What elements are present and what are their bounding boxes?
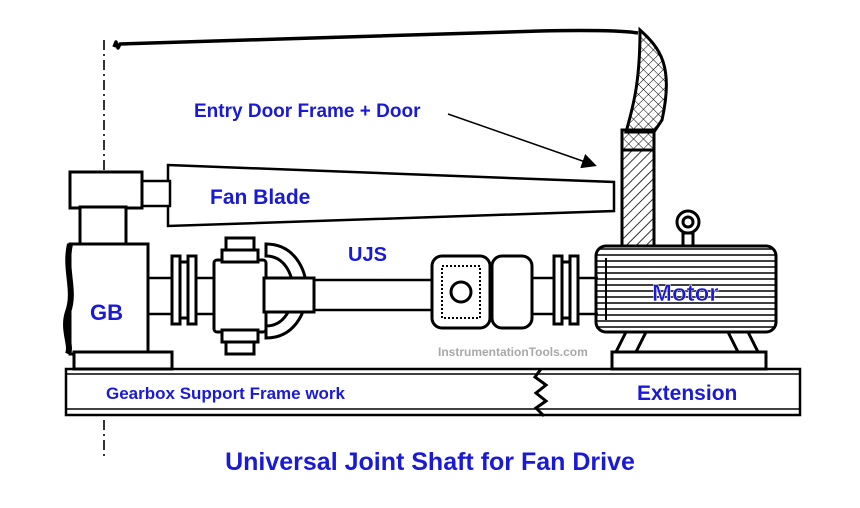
- ceiling-line: [112, 28, 639, 50]
- entry-door-label: Entry Door Frame + Door: [194, 101, 421, 122]
- motor-label: Motor: [652, 280, 719, 307]
- right-coupling: [430, 254, 534, 330]
- door-arrow: [447, 113, 597, 169]
- frame-break: [532, 368, 549, 418]
- right-flange: [552, 254, 580, 326]
- gearbox-label: GB: [90, 300, 123, 325]
- fan-blade: [138, 163, 616, 228]
- left-flange: [170, 254, 198, 326]
- watermark: InstrumentationTools.com: [438, 345, 588, 359]
- universal-joint: [212, 236, 316, 356]
- gearbox: [63, 170, 174, 371]
- motor: [594, 209, 778, 371]
- extension-label: Extension: [637, 382, 737, 405]
- drive-shaft: [148, 276, 598, 316]
- support-frame-label: Gearbox Support Frame work: [106, 384, 346, 403]
- fan-blade-label: Fan Blade: [210, 186, 310, 209]
- diagram-title: Universal Joint Shaft for Fan Drive: [225, 448, 635, 476]
- ujs-label: UJS: [348, 244, 387, 266]
- base-frame: [64, 367, 802, 417]
- door-frame: [620, 26, 668, 248]
